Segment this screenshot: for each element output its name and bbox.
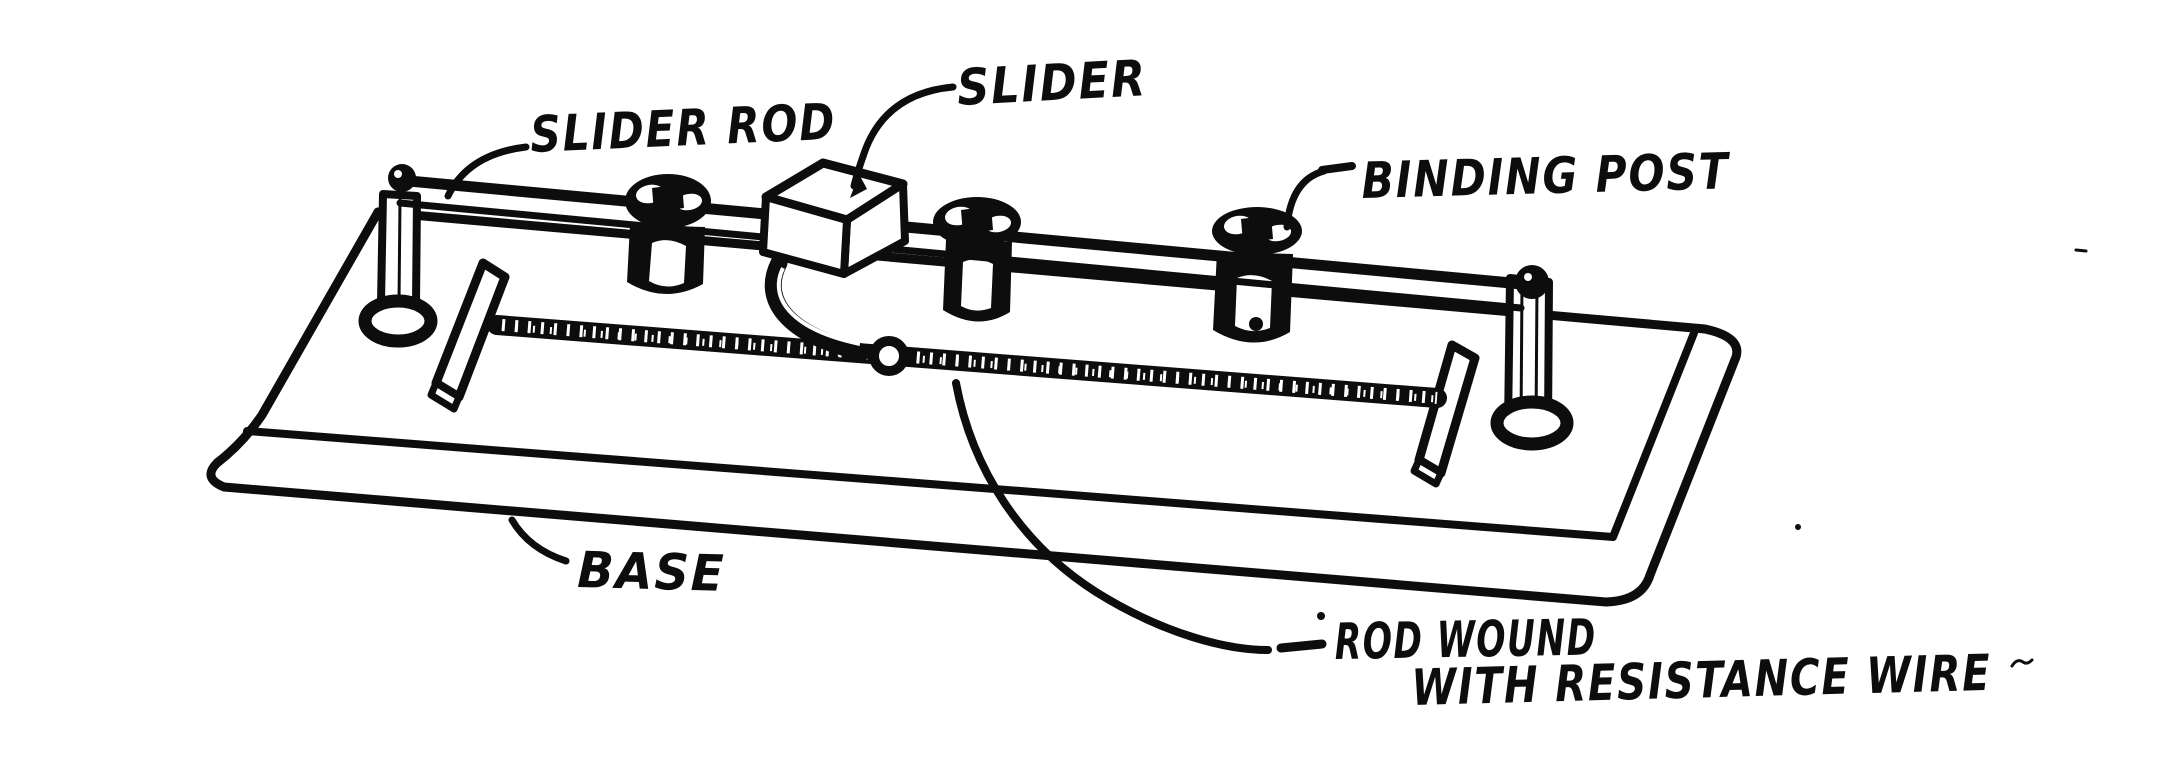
ink-speck-dot <box>1317 612 1325 620</box>
slider-block <box>759 158 909 278</box>
ink-speck-tilde <box>2010 658 2034 668</box>
rod-wound-leader-curve <box>952 379 1272 654</box>
slider-rod-bottom-edge <box>396 199 1525 312</box>
ink-speck-dot-2 <box>1795 524 1801 530</box>
rod-wound-leader <box>952 379 1327 654</box>
base-leader <box>508 516 570 565</box>
binding-post-label: BINDING POST <box>1361 142 1732 210</box>
binding-post-3 <box>1213 252 1293 343</box>
left-pillar <box>358 190 438 348</box>
resistance-wound-rod <box>487 315 1447 408</box>
base-board <box>206 207 1742 607</box>
wire-turns-ticks <box>501 319 1438 404</box>
right-end-block <box>1410 340 1480 488</box>
slider-leader-arrowhead <box>850 174 867 198</box>
slider-rod-leader <box>444 143 530 200</box>
rod-wound-leader-dash <box>1276 639 1327 653</box>
binding-post-1 <box>627 225 705 295</box>
contact-ring <box>869 336 909 376</box>
rod-wound-label-line1: ROD WOUND <box>1334 608 1597 671</box>
right-pillar <box>1490 274 1574 451</box>
base-outline <box>206 207 1742 607</box>
rod-right-end-nut <box>1515 265 1549 299</box>
base-label: BASE <box>577 541 726 603</box>
binding-post-2-cap <box>933 197 1021 247</box>
binding-post-1-cap <box>625 174 711 228</box>
rod-left-end-nut <box>388 164 416 192</box>
slider-front-face <box>759 193 851 278</box>
binding-post-leader <box>1283 162 1356 231</box>
slider-label: SLIDER <box>956 49 1149 117</box>
slider-rod-label: SLIDER ROD <box>529 93 837 164</box>
slider-leader <box>850 83 957 198</box>
ink-speck-dash <box>2074 248 2088 253</box>
contact-arm <box>764 254 909 376</box>
binding-post-3-cap <box>1212 207 1302 255</box>
left-end-block <box>427 258 510 413</box>
base-bevel-edge <box>243 329 1698 541</box>
